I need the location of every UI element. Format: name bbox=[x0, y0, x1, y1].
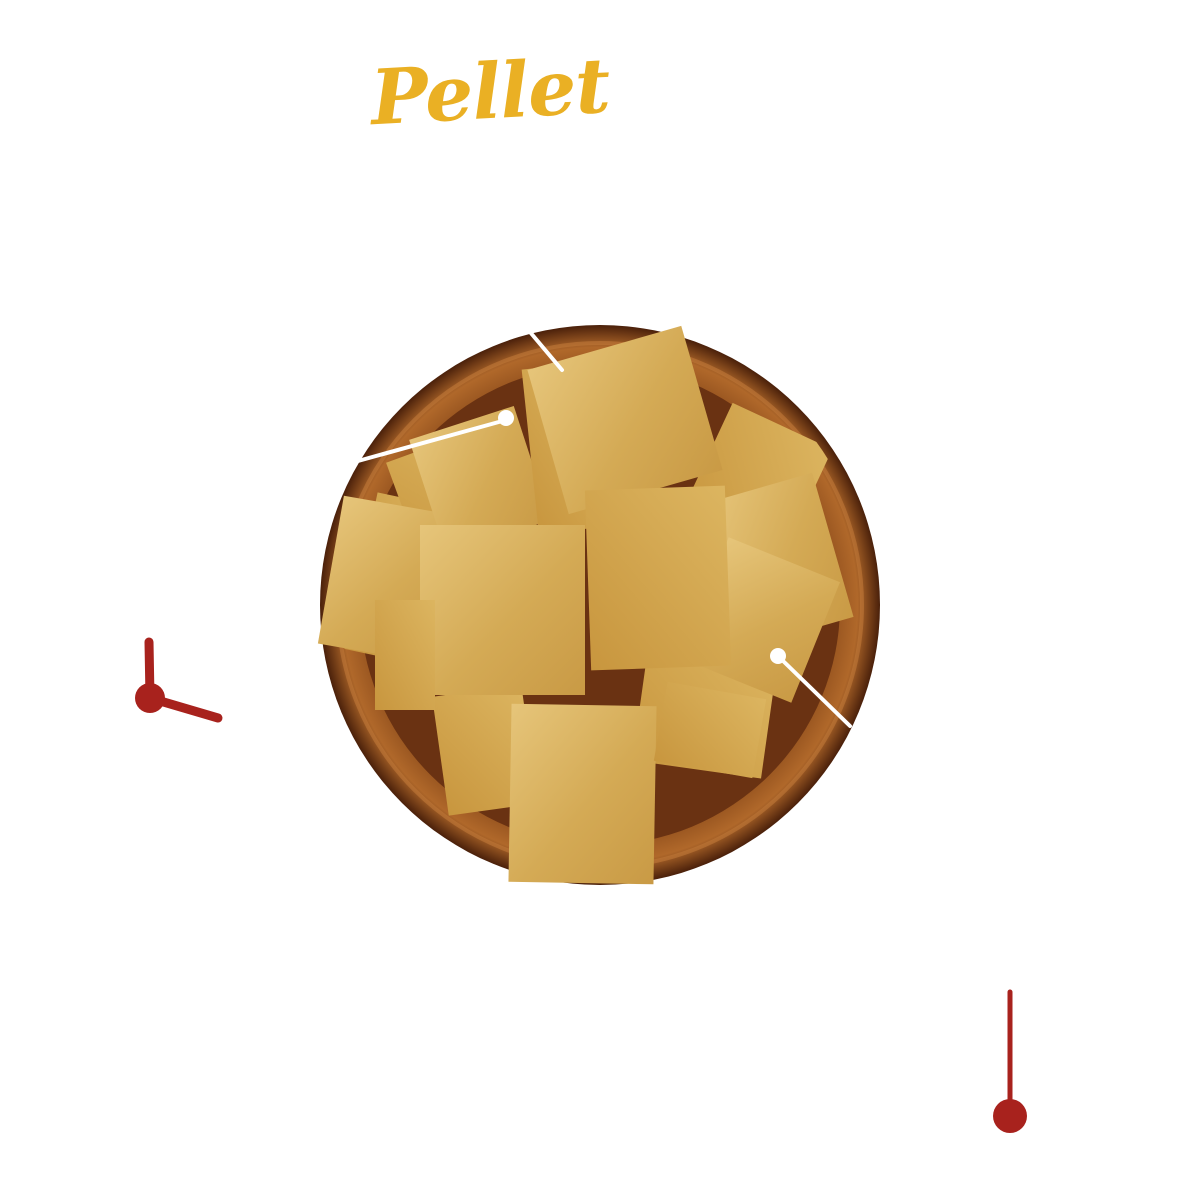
pellet-chips bbox=[317, 325, 854, 885]
clock-hands-icon bbox=[135, 637, 223, 723]
callout-pointers bbox=[356, 330, 852, 728]
clock-hand-icon bbox=[993, 989, 1027, 1133]
